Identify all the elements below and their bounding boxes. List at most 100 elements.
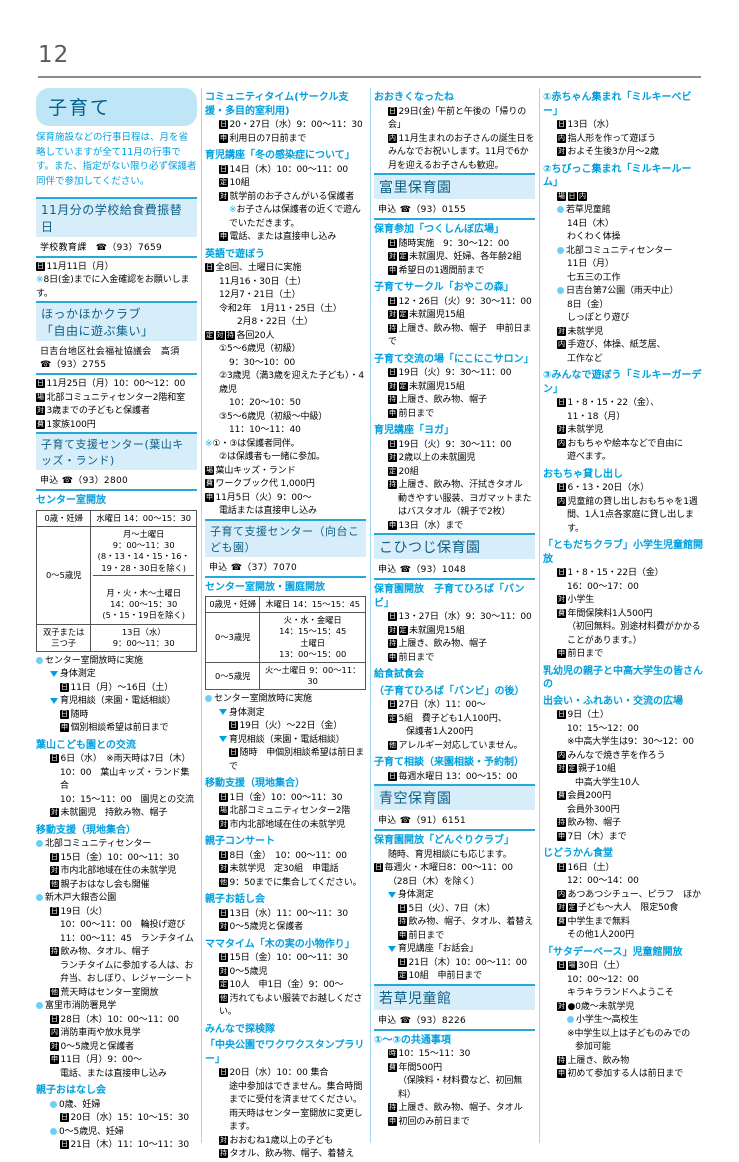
- detail-line: わくわく体操: [567, 232, 621, 242]
- label-icon-内: 内: [557, 133, 566, 143]
- facility-contact: 申込 ☎（37）7070: [209, 562, 298, 573]
- detail-line: 身体測定: [36, 668, 197, 682]
- label-icon-日: 日: [60, 709, 69, 719]
- divider: [374, 218, 535, 220]
- label-icon-申: 申: [50, 1055, 59, 1065]
- event-heading: ②ちびっこ集まれ「ミルキールーム」: [543, 163, 692, 189]
- label-icon-定: 定: [567, 903, 577, 912]
- label-icon-対: 対: [388, 453, 397, 462]
- detail-line: 場北部コミュニティセンター2階和室: [36, 392, 186, 403]
- detail-line: 12月7・21日（土）: [219, 290, 301, 300]
- detail-line: 対小学生: [557, 595, 595, 605]
- detail-line: 対定未就園児15組: [388, 310, 465, 320]
- detail-line: 内あつあつシチュー、ピラフ ほか: [557, 889, 701, 900]
- label-icon-申: 申: [205, 492, 214, 502]
- label-icon-対: 対: [219, 864, 228, 874]
- detail-line: 対定親子10組: [557, 764, 616, 774]
- label-icon-日: 日: [219, 1068, 228, 1078]
- label-icon-持: 持: [388, 323, 397, 333]
- detail-line: 他親子おはなし会も開催: [50, 879, 150, 890]
- detail-line: キラキラランドへようこそ: [567, 988, 674, 998]
- label-icon-日: 日: [388, 106, 397, 116]
- facility-header: 子育て支援センター（向台こども園）: [205, 518, 366, 557]
- label-icon-持: 持: [388, 1103, 397, 1112]
- facility-contact: 日吉台地区社会福祉協議会 高須☎（93）2755: [40, 347, 180, 371]
- detail-line: 富里市消防署見学: [36, 1000, 197, 1014]
- label-icon-日: 日: [219, 120, 228, 129]
- label-icon-対: 対: [388, 310, 397, 319]
- event-heading: 保育園開放 子育てひろば「バンビ」: [374, 584, 525, 609]
- label-icon-対: 対: [557, 903, 566, 912]
- label-icon-内: 内: [557, 496, 566, 506]
- detail-line: 10：15～12：00: [567, 723, 639, 734]
- label-icon-費: 費: [36, 419, 45, 429]
- label-icon-日: 日: [557, 483, 566, 492]
- bullet-icon: [557, 206, 564, 213]
- label-icon-内: 内: [50, 1028, 59, 1038]
- label-icon-申: 申: [557, 1069, 566, 1078]
- detail-line: 日随時: [60, 709, 89, 720]
- event-heading: 保育園開放「どんぐりクラブ」: [374, 835, 514, 846]
- detail-line: 内おもちゃや絵本などで自由に: [557, 438, 684, 449]
- detail-line: 対未就園児 持飲み物、帽子: [50, 808, 168, 819]
- detail-line: 北部コミュニティセンター: [543, 245, 705, 259]
- detail-line: 電話または直接申し込み: [219, 506, 317, 516]
- label-icon-内: 内: [557, 750, 566, 760]
- detail-line: 北部コミュニティセンター: [36, 838, 197, 852]
- label-icon-対: 対: [557, 764, 566, 773]
- detail-line: 持上履き、飲み物: [557, 1055, 630, 1066]
- table-row-label: 0～5歳児: [35, 526, 92, 625]
- detail-line: ※①・③は保護者同伴。: [205, 438, 300, 449]
- facility-name: 若草児童館: [379, 990, 452, 1007]
- event-heading: ①～③の共通事項: [374, 1034, 451, 1046]
- event-heading: 「ともだちクラブ」小学生児童館開放: [543, 540, 703, 565]
- detail-line: 持上履き、飲み物、汗拭きタオル: [388, 480, 523, 490]
- divider: [36, 255, 197, 258]
- label-icon-内: 内: [557, 340, 566, 349]
- label-icon-持: 持: [388, 480, 397, 489]
- label-icon-申: 申: [388, 408, 397, 418]
- divider: [374, 578, 535, 580]
- label-icon-対: 対: [215, 330, 225, 340]
- label-icon-定: 定: [205, 330, 214, 340]
- label-icon-日: 日: [36, 261, 45, 271]
- label-icon-場: 場: [36, 392, 45, 402]
- bullet-icon: [50, 1127, 57, 1135]
- detail-line: 0歳、妊婦: [36, 1099, 197, 1113]
- event-heading: ママタイム「木の実の小物作り」: [205, 938, 355, 950]
- bullet-icon: [36, 894, 43, 902]
- label-icon-日: 日: [557, 710, 566, 719]
- detail-line: 参加可能: [575, 1042, 611, 1052]
- label-icon-日: 日: [388, 368, 397, 377]
- detail-line: 日全8回、土曜日に実施: [205, 263, 302, 273]
- triangle-icon: [388, 945, 396, 952]
- detail-line: 申前日まで: [388, 652, 435, 663]
- table-row-label: 0～3歳児: [204, 612, 261, 663]
- detail-line: 申前日まで: [398, 930, 445, 941]
- label-icon-日: 日: [557, 568, 566, 577]
- facility-header: 11月分の学校給食費振替日: [36, 196, 197, 237]
- detail-line: 日吉台第7公園（雨天中止）: [543, 285, 705, 299]
- event-heading: みんなで探検隊: [205, 1023, 275, 1035]
- header-divider: [38, 76, 701, 78]
- detail-line: 日随時実施 9：30～12：00: [388, 238, 510, 249]
- detail-line: （28日（木）を除く）: [388, 876, 480, 887]
- label-icon-対: 対: [388, 252, 397, 261]
- detail-line: 小学生～高校生: [543, 1014, 705, 1028]
- label-icon-場: 場: [567, 961, 577, 970]
- event-heading: ③みんなで遊ぼう「ミルキーガーデン」: [543, 370, 702, 395]
- label-icon-持: 持: [50, 947, 59, 957]
- label-icon-申: 申: [219, 232, 228, 241]
